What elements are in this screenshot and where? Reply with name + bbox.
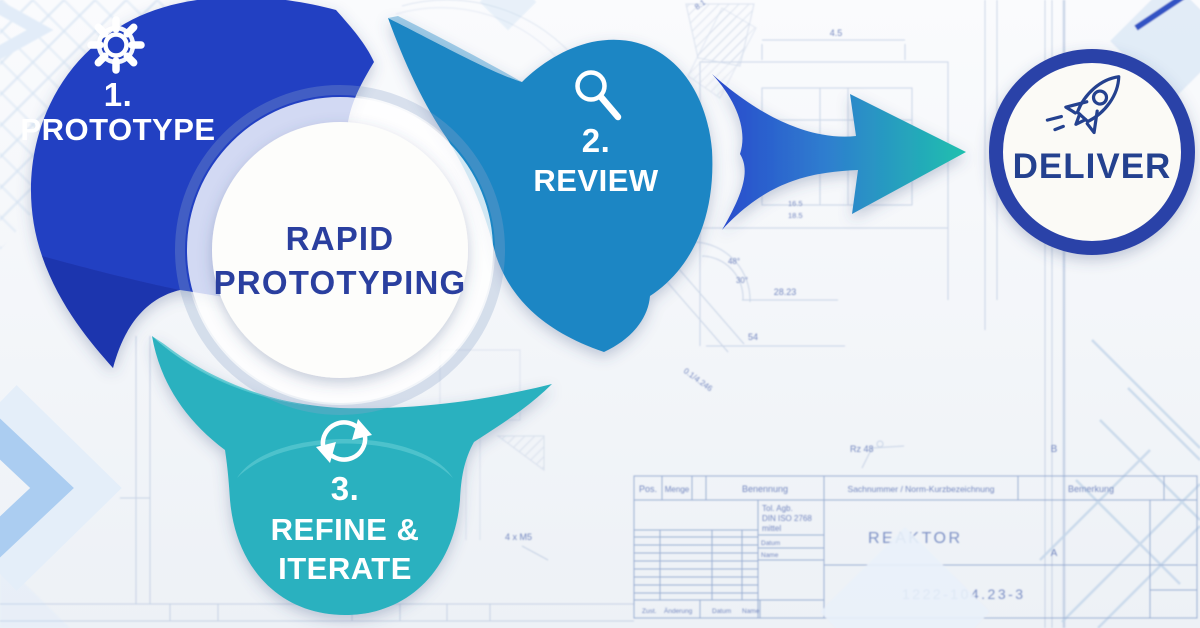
label-zust: Zust.: [642, 608, 657, 615]
label-aenderung: Änderung: [664, 607, 693, 615]
label-norm: DIN ISO 2768: [762, 514, 812, 523]
deliver-label: DELIVER: [1013, 147, 1172, 186]
label-tol: Tol. Agb.: [762, 504, 793, 513]
sync-arrows-icon: [316, 419, 372, 463]
title-block-grid: [633, 475, 1198, 619]
deliver-arrow: [712, 74, 966, 230]
step2-blob: [388, 16, 713, 352]
dim-4xm5: 4 x M5: [505, 532, 532, 542]
deliver-circle: [989, 49, 1195, 255]
step3-blob: [152, 336, 552, 615]
dim-18-5: 18.5: [788, 211, 803, 220]
rocket-icon: [1045, 75, 1121, 135]
deliver-badge: DELIVER: [989, 49, 1195, 255]
gear-icon: [87, 16, 145, 74]
step1-number: 1.: [104, 76, 133, 113]
dim-8-1: 8.1: [693, 0, 708, 12]
zone-letter-a: A: [1051, 548, 1058, 559]
step2-number: 2.: [582, 122, 611, 159]
dim-rz48: Rz 48: [850, 444, 874, 454]
magnifier-icon: [575, 70, 622, 121]
step2-blob-highlight: [388, 16, 522, 82]
center-circle: [212, 122, 468, 378]
dim-16-5: 16.5: [788, 199, 803, 208]
label-menge: Menge: [665, 485, 690, 494]
center-circle-outer-ring: [175, 85, 505, 415]
bottom-right-lattice: [1039, 339, 1200, 628]
step3-blob-shape: [152, 336, 552, 615]
dim-30deg: 30°: [736, 276, 748, 285]
dim-54: 54: [748, 332, 758, 342]
label-datum-bottom: Datum: [712, 608, 731, 615]
step2-blob-shape: [388, 18, 713, 352]
label-sachnummer: Sachnummer / Norm-Kurzbezeichnung: [848, 484, 995, 494]
dim-4-5: 4.5: [830, 28, 843, 38]
dim-28-23: 28.23: [774, 287, 797, 297]
step1-label: PROTOTYPE: [20, 112, 215, 147]
step3-blob-highlight-top: [237, 439, 453, 478]
label-grade: mittel: [762, 524, 781, 533]
top-right-blue-stripe: [1134, 0, 1184, 31]
step3-number: 3.: [331, 470, 360, 507]
step3-label-top: REFINE &: [271, 512, 420, 547]
step3-label-bottom: ITERATE: [278, 551, 412, 586]
bottom-center-diamond-decoration: [820, 527, 990, 628]
label-benennung: Benennung: [742, 484, 788, 494]
label-pos: Pos.: [639, 484, 657, 494]
center-title-line2: PROTOTYPING: [214, 264, 467, 301]
top-left-chevron-decoration: [0, 0, 54, 60]
left-chevron-inner: [0, 418, 74, 558]
label-name: Name: [761, 552, 779, 559]
dim-48deg: 48°: [728, 257, 740, 266]
step2-label: REVIEW: [533, 163, 659, 198]
zone-letter-b: B: [1051, 444, 1058, 455]
label-datum: Datum: [761, 540, 780, 547]
center-title-line1: RAPID: [286, 220, 395, 257]
label-name-bottom: Name: [742, 608, 760, 615]
left-chevron-outer: [0, 385, 122, 591]
step1-blob-shadow-tail: [42, 256, 180, 368]
label-bemerkung: Bemerkung: [1068, 484, 1114, 494]
